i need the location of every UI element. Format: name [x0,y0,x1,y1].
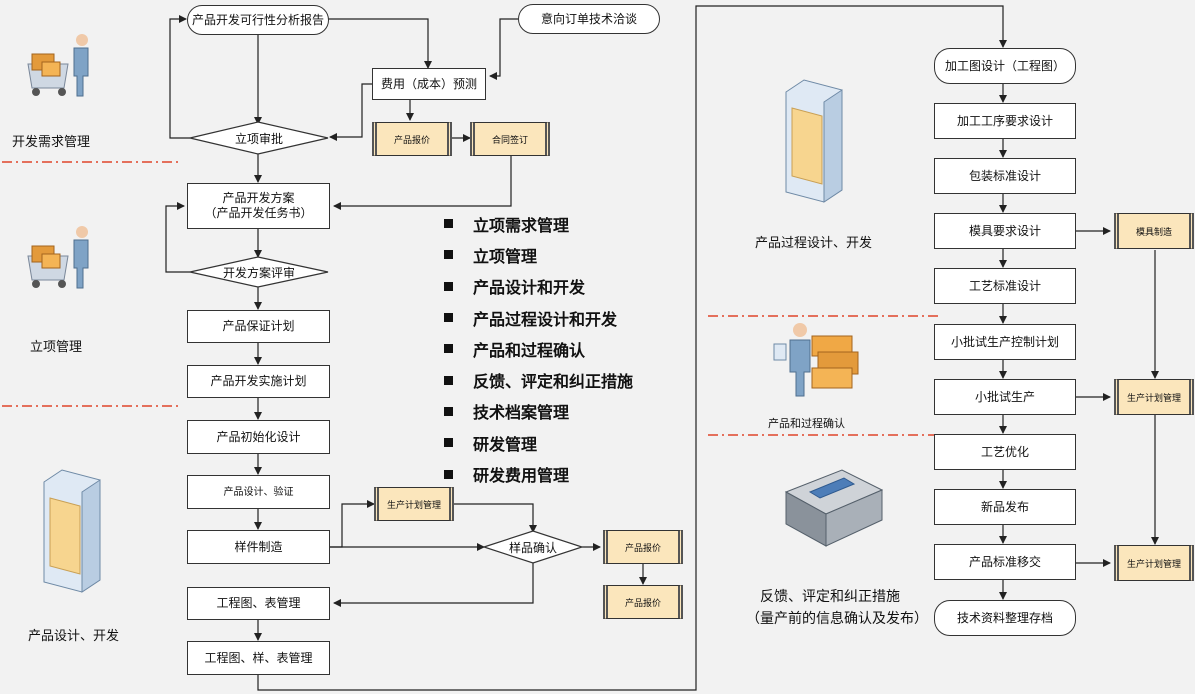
side-label-design-dev: 产品设计、开发 [28,629,120,644]
bullet-square-icon [444,438,453,448]
bullet-text: 研发管理 [473,434,538,454]
bullet-item: 研发管理 [444,427,633,458]
node-archive[interactable]: 技术资料整理存档 [934,600,1076,636]
side-label-process-design: 产品过程设计、开发 [755,236,873,251]
bullet-item: 立项需求管理 [444,208,633,239]
node-handover[interactable]: 产品标准移交 [934,544,1076,580]
bullet-item: 立项管理 [444,239,633,270]
bullet-text: 立项需求管理 [473,215,570,235]
bullet-item: 产品过程设计和开发 [444,302,633,333]
node-implementation[interactable]: 产品开发实施计划 [187,365,330,398]
node-assurance[interactable]: 产品保证计划 [187,310,330,343]
node-packaging[interactable]: 包装标准设计 [934,158,1076,194]
node-approval[interactable]: 立项审批 [234,131,283,146]
bullet-list: 立项需求管理 立项管理 产品设计和开发 产品过程设计和开发 产品和过程确认 反馈… [444,208,633,490]
printer-icon [784,469,884,547]
bullet-item: 产品设计和开发 [444,271,633,302]
bullet-text: 产品和过程确认 [473,340,586,360]
node-dev-plan-line2: （产品开发任务书） [204,206,313,220]
node-initial-design[interactable]: 产品初始化设计 [187,420,330,454]
bullet-square-icon [444,406,453,416]
node-plan-review[interactable]: 开发方案评审 [222,265,295,280]
bullet-text: 反馈、评定和纠正措施 [473,372,634,392]
node-contract[interactable]: 合同签订 [470,122,550,156]
node-feasibility[interactable]: 产品开发可行性分析报告 [187,5,329,35]
node-release[interactable]: 新品发布 [934,489,1076,525]
bullet-square-icon [444,313,453,323]
bullet-text: 立项管理 [473,246,538,266]
node-craft-std[interactable]: 工艺标准设计 [934,268,1076,304]
bullet-square-icon [444,219,453,229]
bullet-text: 产品过程设计和开发 [473,309,618,329]
node-dev-plan-line1: 产品开发方案 [222,191,295,205]
node-drawing-mgmt[interactable]: 工程图、表管理 [187,587,330,620]
node-mold-req[interactable]: 模具要求设计 [934,213,1076,249]
node-quote-2[interactable]: 产品报价 [603,530,683,564]
node-prod-plan-2[interactable]: 生产计划管理 [1114,379,1194,415]
side-label-project-mgmt: 立项管理 [30,340,83,355]
shopping-cart-icon [27,34,89,97]
node-pilot-plan[interactable]: 小批试生产控制计划 [934,324,1076,360]
node-process-req[interactable]: 加工工序要求设计 [934,103,1076,139]
warehouse-worker-icon [773,323,859,397]
node-dev-plan[interactable]: 产品开发方案 （产品开发任务书） [187,183,330,229]
node-optimize[interactable]: 工艺优化 [934,434,1076,470]
bullet-item: 研发费用管理 [444,458,633,489]
bullet-item: 反馈、评定和纠正措施 [444,364,633,395]
node-design-verify[interactable]: 产品设计、验证 [187,475,330,509]
node-order-talk[interactable]: 意向订单技术洽谈 [518,4,660,34]
bullet-square-icon [444,344,453,354]
side-label-dev-needs: 开发需求管理 [12,135,91,150]
node-prod-plan-3[interactable]: 生产计划管理 [1114,545,1194,581]
node-pilot-run[interactable]: 小批试生产 [934,379,1076,415]
bullet-square-icon [444,250,453,260]
side-label-validation: 产品和过程确认 [768,417,845,430]
side-label-feedback-2: （量产前的信息确认及发布） [746,611,928,627]
bullet-square-icon [444,281,453,291]
node-drawing-sample[interactable]: 工程图、样、表管理 [187,641,330,675]
bullet-text: 研发费用管理 [473,466,570,486]
side-label-feedback-1: 反馈、评定和纠正措施 [760,589,900,605]
bullet-square-icon [444,375,453,385]
node-mold-make[interactable]: 模具制造 [1114,213,1194,249]
bullet-item: 技术档案管理 [444,396,633,427]
node-prod-plan[interactable]: 生产计划管理 [374,487,454,521]
node-cost-forecast[interactable]: 费用（成本）预测 [372,68,486,100]
bullet-text: 技术档案管理 [473,403,570,423]
shopping-cart-icon-2 [27,226,89,289]
node-quote-1[interactable]: 产品报价 [372,122,452,156]
node-quote-3[interactable]: 产品报价 [603,585,683,619]
bullet-text: 产品设计和开发 [473,278,586,298]
node-machining-design[interactable]: 加工图设计（工程图） [934,48,1076,84]
node-sample-confirm[interactable]: 样品确认 [508,540,557,555]
bullet-square-icon [444,469,453,479]
node-sample-make[interactable]: 样件制造 [187,530,330,564]
server-tower-icon [43,469,101,593]
bullet-item: 产品和过程确认 [444,333,633,364]
server-tower-icon-2 [785,79,843,203]
